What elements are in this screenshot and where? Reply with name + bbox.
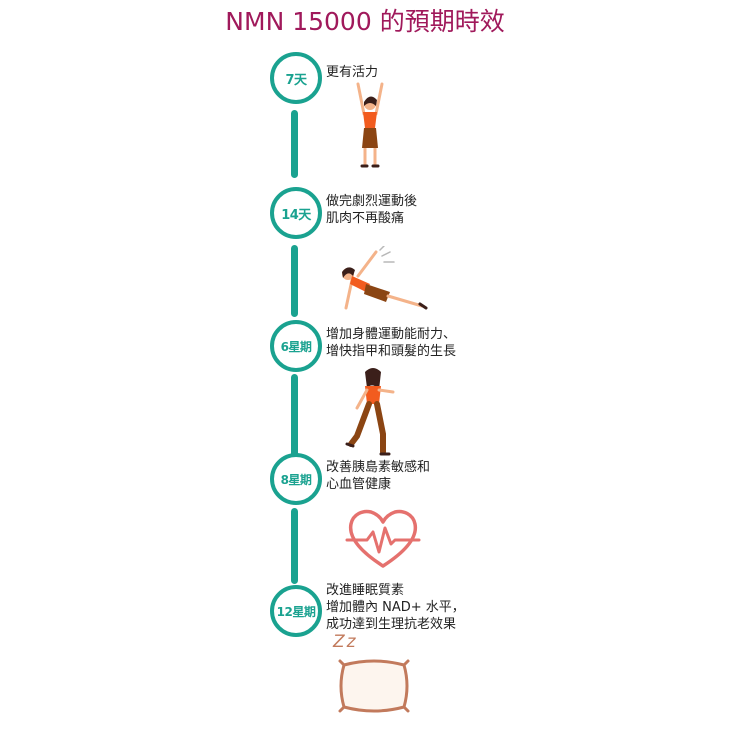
pillow-sleep-icon [338,659,410,713]
description-line: 增加體內 NAD+ 水平， [326,600,465,615]
description-line: 肌肉不再酸痛 [326,211,405,226]
milestone-6-weeks: 6星期 [270,320,322,372]
page-title: NMN 15000 的預期時效 [225,7,505,36]
timeline-segment [291,110,298,178]
description-line: 增快指甲和頭髮的生長 [326,344,457,359]
description-line: 改善胰島素敏感和 [326,460,431,475]
milestone-description: 改善胰島素敏感和 心血管健康 [326,459,430,493]
description-line: 成功達到生理抗老效果 [326,617,457,632]
milestone-7-days: 7天 [270,52,322,104]
timeline-segment [291,245,298,317]
stretching-woman-icon [356,82,384,168]
milestone-label: 14天 [281,207,311,223]
side-plank-woman-icon [342,246,428,310]
milestone-label: 12星期 [276,604,316,619]
walking-woman-icon [345,368,395,456]
milestone-14-days: 14天 [270,187,322,239]
description-line: 改進睡眠質素 [326,583,405,598]
timeline-segment [291,374,298,460]
milestone-description: 更有活力 [326,64,378,81]
milestone-label: 7天 [285,72,307,88]
sleep-zz-text: Zz [333,632,358,652]
milestone-description: 增加身體運動能耐力、 增快指甲和頭髮的生長 [326,326,456,360]
milestone-description: 做完劇烈運動後 肌肉不再酸痛 [326,193,417,227]
milestone-label: 8星期 [280,472,312,487]
description-line: 增加身體運動能耐力、 [326,327,457,342]
description-line: 心血管健康 [326,477,392,492]
description-line: 做完劇烈運動後 [326,194,418,209]
milestone-8-weeks: 8星期 [270,453,322,505]
timeline-segment [291,508,298,584]
milestone-label: 6星期 [280,339,312,354]
heartbeat-icon [345,509,421,568]
description-line: 更有活力 [326,65,379,80]
milestone-description: 改進睡眠質素 增加體內 NAD+ 水平， 成功達到生理抗老效果 [326,582,465,633]
milestone-12-weeks: 12星期 [270,585,322,637]
